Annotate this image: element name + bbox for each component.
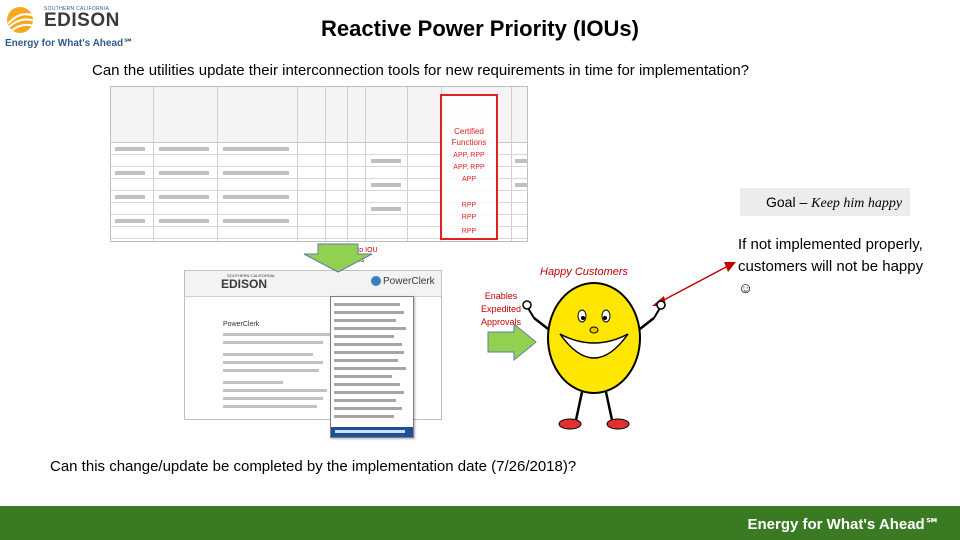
dropdown-option[interactable] <box>334 367 406 370</box>
enables-approvals-label: Enables Expedited Approvals <box>480 291 522 327</box>
cell-text <box>159 195 209 199</box>
certified-function-value: APP, RPP <box>453 164 485 171</box>
cell-text <box>115 219 145 223</box>
portal-text-line <box>223 341 323 344</box>
table-row <box>111 155 527 167</box>
cell-text <box>515 183 527 187</box>
happy-smiley-character-icon <box>522 282 666 430</box>
portal-header-bar <box>185 271 441 297</box>
dropdown-option[interactable] <box>334 335 394 338</box>
dropdown-option[interactable] <box>334 407 402 410</box>
dropdown-option[interactable] <box>334 311 404 314</box>
cell-text <box>159 219 209 223</box>
cell-text <box>115 195 145 199</box>
portal-text-line <box>223 361 323 364</box>
slide-subtitle: Can the utilities update their interconn… <box>92 62 750 79</box>
cell-text <box>515 159 527 163</box>
dropdown-option[interactable] <box>334 359 398 362</box>
cell-text <box>371 207 401 211</box>
goal-box: Goal – Keep him happy <box>740 188 910 216</box>
cell-text <box>371 183 401 187</box>
powerclerk-icon <box>371 276 381 286</box>
certified-functions-header: Certified Functions <box>451 127 487 147</box>
table-row <box>111 203 527 215</box>
happy-customers-label: Happy Customers <box>540 266 629 278</box>
portal-logo-name: EDISON <box>221 277 268 291</box>
dropdown-option[interactable] <box>334 399 396 402</box>
portal-section-label: PowerClerk <box>223 321 260 328</box>
column-divider <box>407 87 408 241</box>
selected-option-text <box>335 430 405 433</box>
input-to-tools-label: Input into IOU Tools <box>334 247 378 264</box>
footer-bar: Energy for What's Ahead℠ <box>0 506 960 540</box>
certified-function-value: RPP <box>461 214 477 221</box>
dropdown-option[interactable] <box>334 415 394 418</box>
table-row <box>111 179 527 191</box>
dropdown-option[interactable] <box>334 319 396 322</box>
certified-function-value: APP, RPP <box>453 152 485 159</box>
cell-text <box>223 147 289 151</box>
dropdown-option[interactable] <box>334 327 406 330</box>
portal-product-name: PowerClerk <box>383 276 435 287</box>
dropdown-option[interactable] <box>334 383 400 386</box>
logo-tagline: Energy for What's Ahead℠ <box>5 38 134 49</box>
goal-prefix: Goal – <box>766 194 812 210</box>
column-divider <box>511 87 512 241</box>
portal-text-line <box>223 381 283 384</box>
table-row <box>111 227 527 239</box>
column-divider <box>347 87 348 241</box>
table-row <box>111 143 527 155</box>
column-divider <box>217 87 218 241</box>
portal-text-line <box>223 389 327 392</box>
implementation-question: Can this change/update be completed by t… <box>50 458 577 475</box>
equipment-dropdown-list[interactable] <box>330 296 414 438</box>
certified-functions-highlight: Certified Functions APP, RPP APP, RPP AP… <box>440 94 498 240</box>
logo-name: EDISON <box>44 10 120 31</box>
certified-function-value: APP <box>461 176 476 183</box>
dropdown-option[interactable] <box>334 343 402 346</box>
cell-text <box>159 147 209 151</box>
portal-text-line <box>223 405 317 408</box>
column-divider <box>365 87 366 241</box>
portal-text-line <box>223 353 313 356</box>
dropdown-option[interactable] <box>334 351 404 354</box>
cell-text <box>223 171 289 175</box>
portal-text-line <box>223 397 323 400</box>
cell-text <box>223 219 289 223</box>
table-row <box>111 167 527 179</box>
column-divider <box>297 87 298 241</box>
cell-text <box>115 171 145 175</box>
dropdown-option[interactable] <box>334 303 400 306</box>
certified-function-value: RPP <box>461 228 477 235</box>
cell-text <box>159 171 209 175</box>
logo-small-text: SOUTHERN CALIFORNIA <box>44 6 110 12</box>
table-row <box>111 215 527 227</box>
cell-text <box>371 159 401 163</box>
edison-logo: SOUTHERN CALIFORNIA EDISON Energy for Wh… <box>4 4 133 49</box>
footer-tagline: Energy for What's Ahead℠ <box>747 516 941 533</box>
double-headed-red-arrow <box>652 262 736 306</box>
cell-text <box>115 147 145 151</box>
dropdown-selected-option[interactable] <box>331 427 413 437</box>
portal-text-line <box>223 333 333 336</box>
edison-sun-icon <box>7 7 36 33</box>
dropdown-option[interactable] <box>334 391 404 394</box>
dropdown-option[interactable] <box>334 375 392 378</box>
slide-title: Reactive Power Priority (IOUs) <box>321 16 639 41</box>
certified-function-value: RPP <box>461 202 477 209</box>
portal-text-line <box>223 369 319 372</box>
goal-note: If not implemented properly, customers w… <box>738 236 924 297</box>
column-divider <box>153 87 154 241</box>
cell-text <box>223 195 289 199</box>
right-arrow-icon <box>487 322 537 362</box>
table-row <box>111 191 527 203</box>
column-divider <box>325 87 326 241</box>
goal-emphasis: Keep him happy <box>811 196 903 211</box>
portal-logo-small: SOUTHERN CALIFORNIA <box>227 273 275 278</box>
